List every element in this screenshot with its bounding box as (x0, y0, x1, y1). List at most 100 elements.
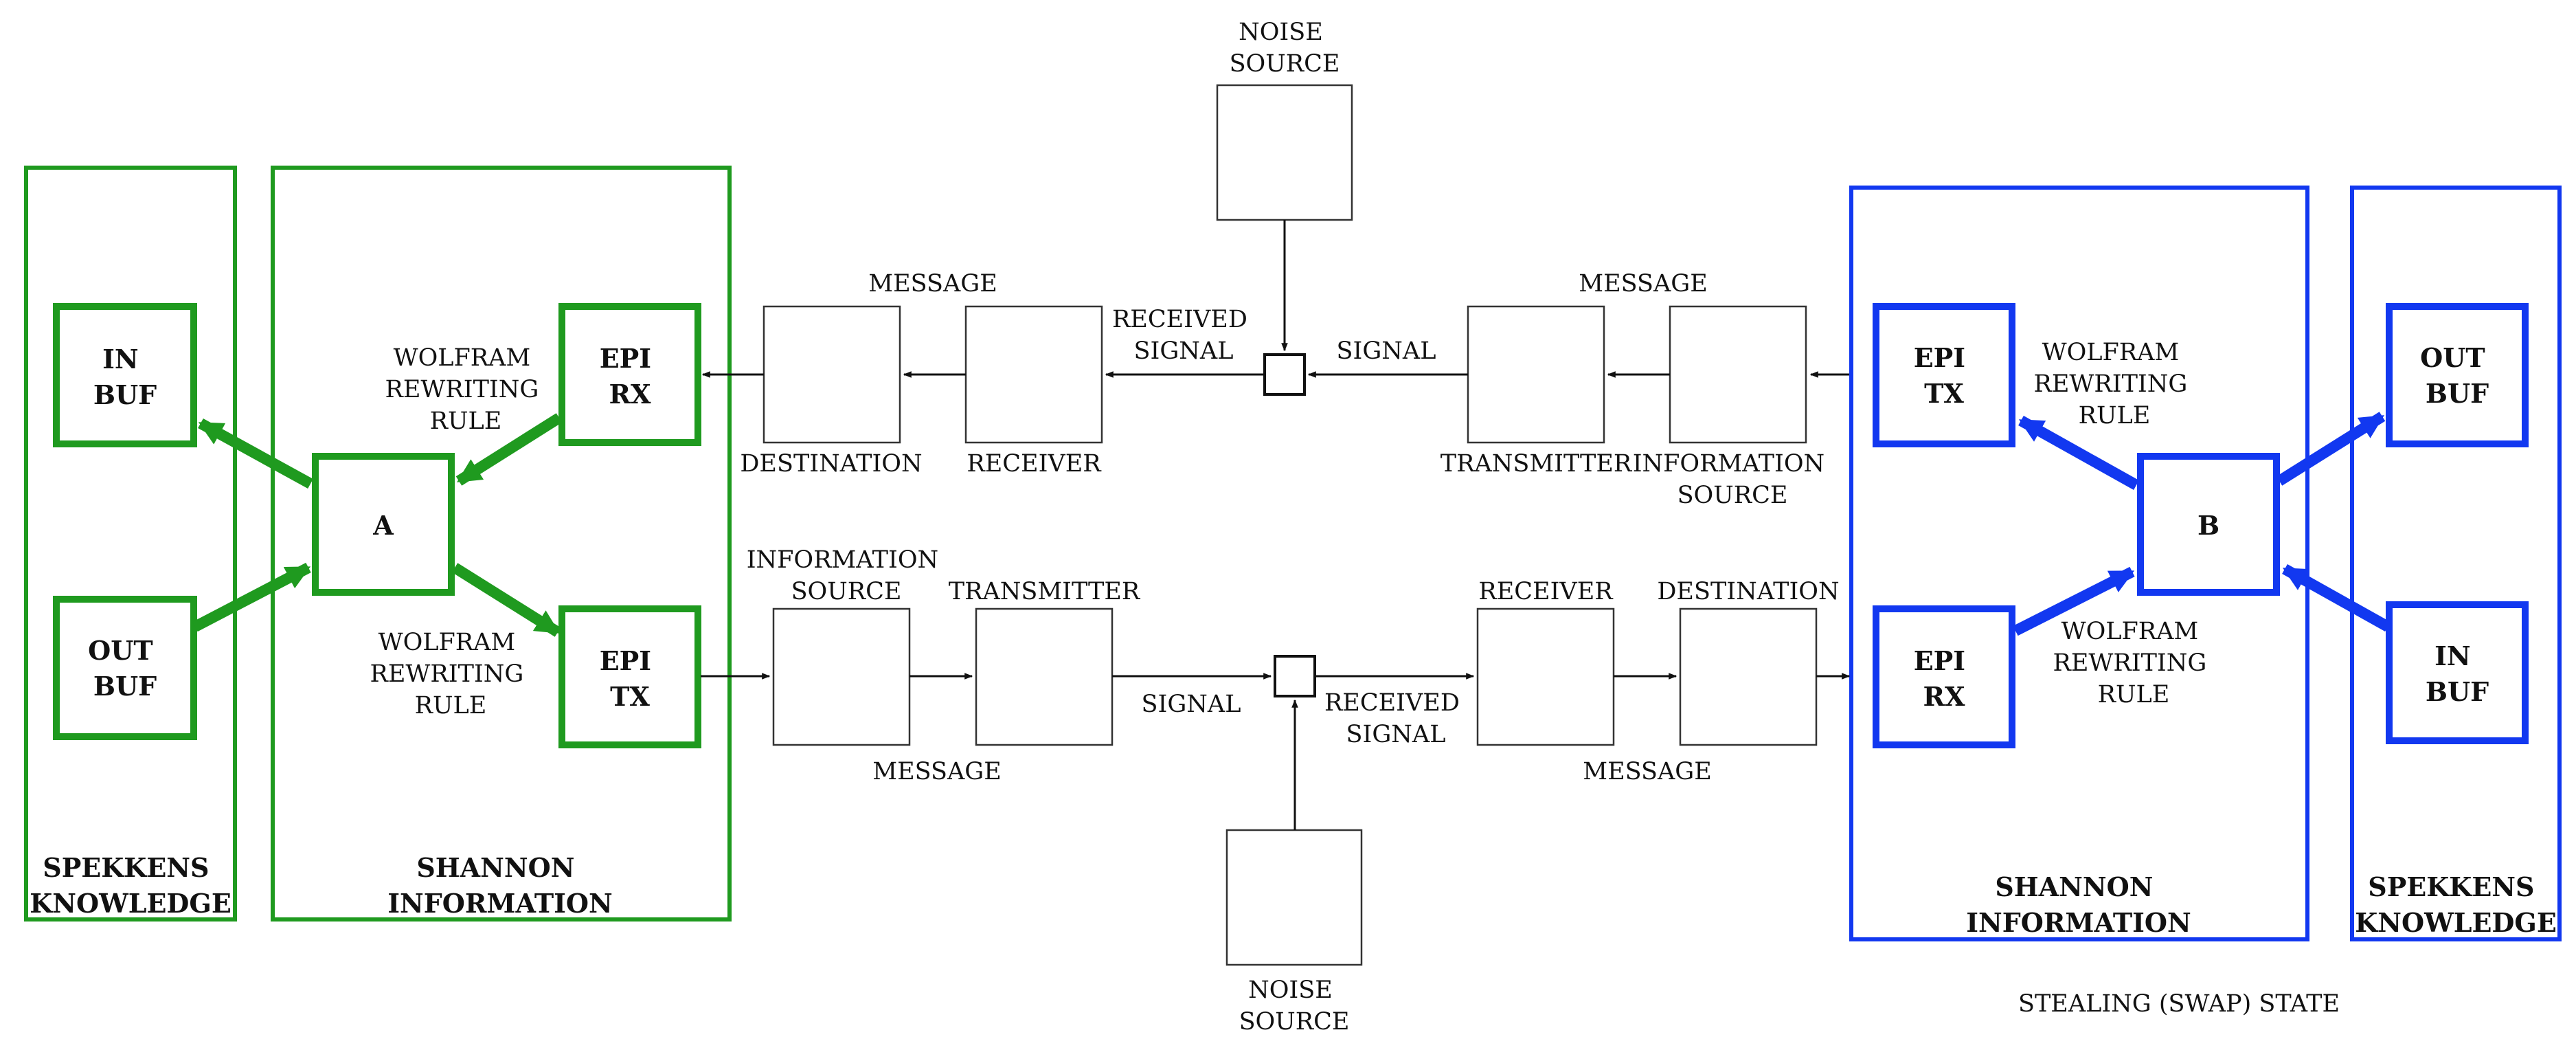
bottom-noise-node (1274, 655, 1316, 697)
right-node-b-label: B (2197, 510, 2219, 541)
left-group: IN BUF OUT BUF A EPI RX EPI TX WOLFRAM R… (24, 166, 732, 921)
left-epi-tx-box (558, 605, 701, 748)
bottom-transmitter-label: TRANSMITTER (949, 578, 1141, 605)
svg-text:INFORMATION SOURCE: INFORMATION SOURCE (1633, 450, 1833, 509)
left-rule-top-line-3: RULE (430, 407, 502, 435)
bottom-destination-label: DESTINATION (1657, 578, 1839, 605)
svg-text:NOISE SOURCE: NOISE SOURCE (1230, 19, 1340, 78)
svg-text:WOLFRAM REWRITING: WOLFRAM REWRITING RULE (385, 344, 547, 435)
top-channel: NOISE SOURCE MESSAGE MESSAGE RECEIVED SI… (701, 19, 1849, 509)
right-arrow-in-buf-to-b (2282, 564, 2391, 632)
left-rule-bottom-line-3: RULE (415, 692, 487, 719)
bottom-transmitter-box (975, 607, 1114, 746)
svg-text:EPI RX: EPI RX (600, 343, 661, 410)
right-rule-bottom-line-2: REWRITING (2053, 649, 2207, 677)
top-information-source-box (1669, 305, 1807, 444)
right-out-buf-box (2386, 303, 2529, 447)
top-noise-node (1263, 353, 1306, 396)
right-rule-top-line-3: RULE (2079, 402, 2151, 429)
bottom-message-right: MESSAGE (1583, 758, 1712, 785)
svg-text:SHANNON INFORMATION: SHANNON INFORMATION (1966, 871, 2191, 938)
bottom-information-source-label-1: INFORMATION (747, 546, 938, 574)
right-epi-rx-box (1873, 605, 2015, 748)
left-node-a-label: A (372, 510, 394, 541)
top-destination-box (762, 305, 901, 444)
right-info-title-2: INFORMATION (1966, 907, 2191, 938)
left-epi-rx-label-2: RX (609, 379, 651, 410)
left-epi-tx-label-2: TX (610, 681, 650, 712)
right-knowledge-title-1: SPEKKENS (2368, 871, 2534, 902)
right-epi-rx-label-1: EPI (1914, 645, 1965, 676)
left-knowledge-frame (24, 166, 237, 921)
left-arrow-a-to-epi-tx (451, 563, 561, 637)
right-rule-top-line-2: REWRITING (2034, 370, 2188, 398)
right-rule-top-line-1: WOLFRAM (2042, 339, 2180, 366)
left-in-buf-label-2: BUF (93, 379, 157, 410)
right-knowledge-title-2: KNOWLEDGE (2355, 907, 2557, 938)
top-signal: SIGNAL (1337, 337, 1436, 365)
right-information-frame (1849, 186, 2309, 941)
left-out-buf-label-1: OUT (88, 635, 153, 666)
left-information-frame (271, 166, 732, 921)
bottom-channel: INFORMATION SOURCE TRANSMITTER RECEIVER … (701, 546, 1851, 1036)
svg-text:IN BUF: IN BUF (93, 344, 157, 410)
svg-text:RECEIVED SIGNAL: RECEIVED SIGNAL (1324, 689, 1467, 748)
left-arrow-epi-rx-to-a (455, 413, 563, 486)
right-in-buf-box (2386, 601, 2529, 744)
right-rule-bottom-line-1: WOLFRAM (2061, 618, 2199, 645)
svg-text:SPEKKENS KNOWLEDGE: SPEKKENS KNOWLEDGE (2355, 871, 2557, 938)
top-transmitter-label: TRANSMITTER (1440, 450, 1633, 478)
right-epi-rx-label-2: RX (1923, 681, 1965, 712)
bottom-noise-source-label-2: SOURCE (1239, 1008, 1350, 1036)
right-arrow-epi-rx-to-b (2013, 566, 2135, 636)
svg-text:OUT BUF: OUT BUF (2420, 342, 2494, 409)
top-message-left: MESSAGE (868, 270, 997, 298)
bottom-received-signal-2: SIGNAL (1346, 721, 1446, 748)
right-epi-tx-label-2: TX (1924, 378, 1964, 409)
right-in-buf-label-1: IN (2434, 640, 2471, 671)
left-epi-rx-label-1: EPI (600, 343, 651, 374)
bottom-signal: SIGNAL (1142, 691, 1241, 718)
left-rule-top-line-1: WOLFRAM (394, 344, 531, 372)
right-arrow-b-to-epi-tx (2018, 416, 2139, 490)
right-group: EPI TX EPI RX B OUT BUF IN BUF WOLFRAM R… (1849, 186, 2562, 941)
svg-text:WOLFRAM REWRITING: WOLFRAM REWRITING RULE (370, 629, 532, 719)
diagram-caption: STEALING (SWAP) STATE (2018, 990, 2340, 1018)
right-epi-tx-label-1: EPI (1914, 342, 1965, 373)
left-node-a-box (312, 453, 455, 596)
right-info-title-1: SHANNON (1995, 871, 2153, 902)
svg-text:EPI RX: EPI RX (1914, 645, 1975, 712)
top-information-source-label-1: INFORMATION (1633, 450, 1824, 478)
bottom-received-signal-1: RECEIVED (1324, 689, 1460, 717)
top-message-right: MESSAGE (1579, 270, 1708, 298)
svg-text:IN BUF: IN BUF (2426, 640, 2489, 707)
svg-text:RECEIVED SIGNAL: RECEIVED SIGNAL (1112, 306, 1255, 365)
bottom-message-left: MESSAGE (872, 758, 1002, 785)
left-knowledge-title-1: SPEKKENS (43, 852, 209, 883)
left-out-buf-label-2: BUF (93, 671, 157, 702)
right-arrow-b-to-out-buf (2276, 412, 2386, 486)
top-noise-source-label-2: SOURCE (1230, 50, 1340, 78)
left-info-title-2: INFORMATION (387, 888, 613, 919)
bottom-noise-source-box (1225, 829, 1363, 966)
left-rule-top-line-2: REWRITING (385, 376, 539, 403)
top-received-signal-1: RECEIVED (1112, 306, 1247, 333)
bottom-receiver-label: RECEIVER (1478, 578, 1614, 605)
right-out-buf-label-2: BUF (2426, 378, 2489, 409)
bottom-information-source-label-2: SOURCE (791, 578, 902, 605)
svg-text:EPI TX: EPI TX (1914, 342, 1975, 409)
right-knowledge-frame (2350, 186, 2562, 941)
top-noise-source-label-1: NOISE (1239, 19, 1323, 46)
right-node-b-box (2137, 453, 2280, 596)
svg-text:SPEKKENS KNOWLEDGE: SPEKKENS KNOWLEDGE (30, 852, 231, 919)
right-rule-bottom-line-3: RULE (2098, 681, 2170, 708)
svg-text:NOISE SOURCE: NOISE SOURCE (1239, 976, 1350, 1036)
top-receiver-box (964, 305, 1103, 444)
left-epi-rx-box (558, 303, 701, 446)
svg-text:SHANNON INFORMATION: SHANNON INFORMATION (387, 852, 613, 919)
svg-text:OUT BUF: OUT BUF (88, 635, 162, 702)
left-rule-bottom-line-1: WOLFRAM (379, 629, 516, 656)
svg-text:EPI TX: EPI TX (600, 645, 661, 712)
right-out-buf-label-1: OUT (2420, 342, 2485, 373)
